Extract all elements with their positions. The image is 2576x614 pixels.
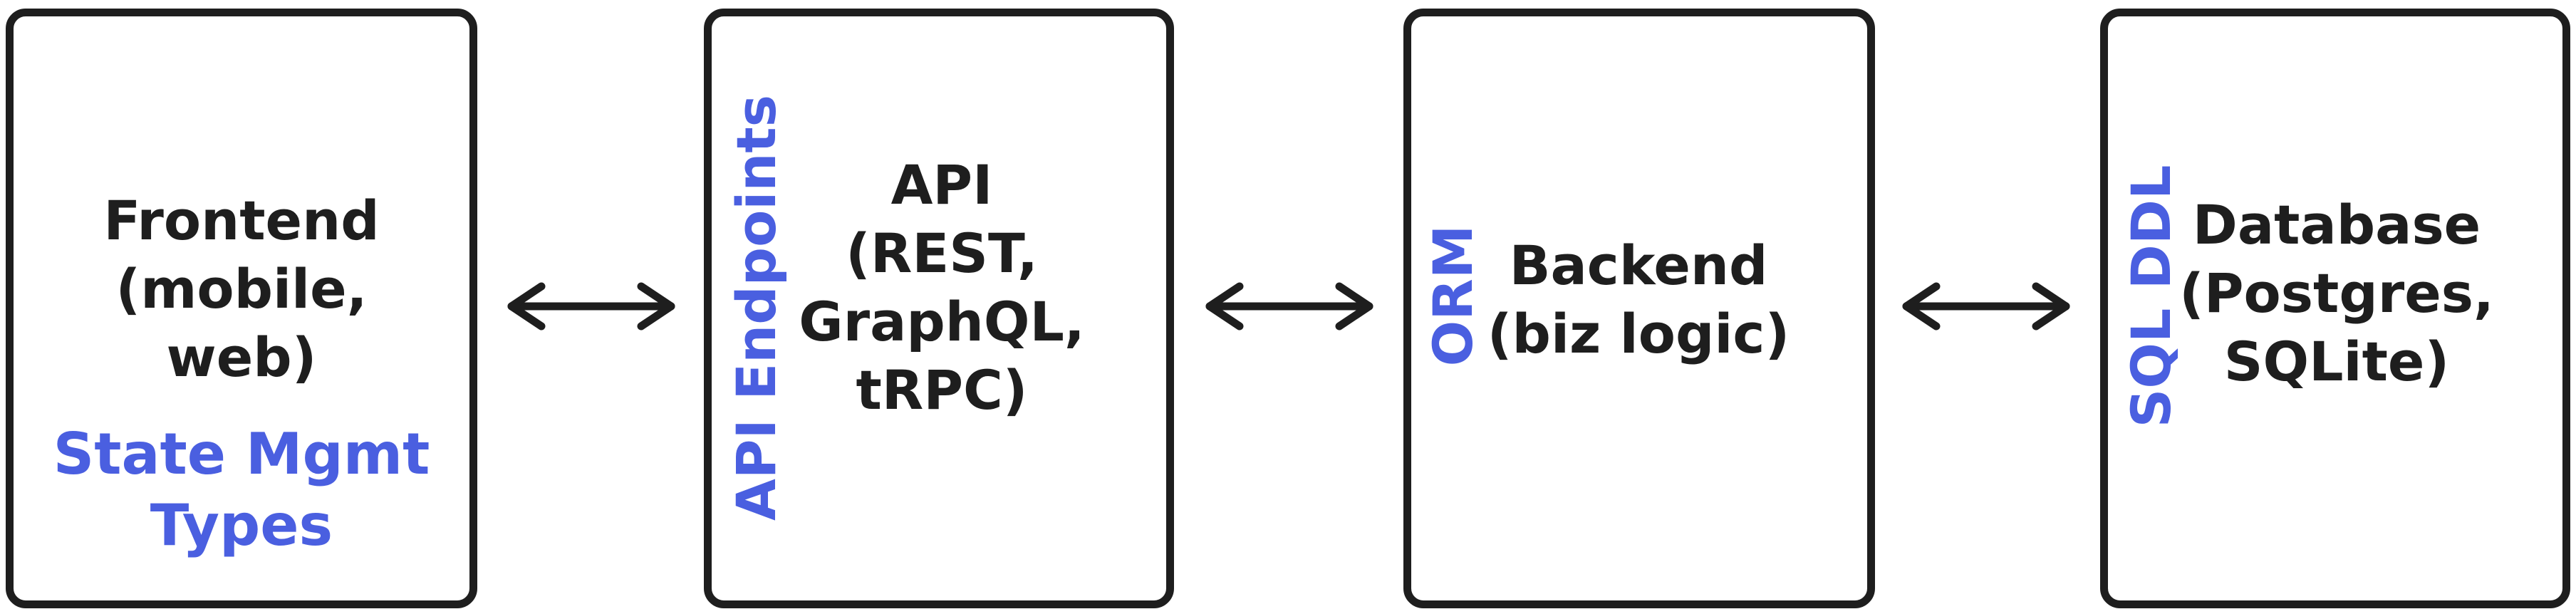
database-label-line: (Postgres, <box>2179 261 2494 325</box>
api-label-line: tRPC) <box>856 358 1028 422</box>
state-mgmt-annotation: State Mgmt <box>53 421 430 487</box>
database-box <box>2100 9 2570 608</box>
api-label: API (REST, GraphQL, tRPC) <box>799 151 1085 425</box>
api-label-line: (REST, <box>846 222 1038 285</box>
database-label-line: SQLite) <box>2223 330 2450 393</box>
backend-label: Backend (biz logic) <box>1487 231 1790 368</box>
backend-label-line: Backend <box>1509 234 1768 297</box>
api-box <box>704 9 1174 608</box>
frontend-label-line: Frontend <box>103 189 380 252</box>
database-label-line: Database <box>2192 193 2481 256</box>
backend-box <box>1403 9 1875 608</box>
frontend-label-line: (mobile, <box>115 257 368 321</box>
backend-label-line: (biz logic) <box>1487 302 1790 365</box>
frontend-box <box>6 9 477 608</box>
api-label-line: API <box>890 153 993 217</box>
api-label-line: GraphQL, <box>799 290 1085 353</box>
types-annotation: Types <box>150 492 333 558</box>
api-backend-arrow <box>1205 282 1373 331</box>
database-label: Database (Postgres, SQLite) <box>2179 191 2494 396</box>
frontend-label-line: web) <box>166 326 317 389</box>
backend-database-arrow <box>1902 282 2070 331</box>
frontend-label: Frontend (mobile, web) <box>103 187 379 392</box>
frontend-annotation: State Mgmt Types <box>53 419 430 561</box>
frontend-api-arrow <box>507 282 675 331</box>
